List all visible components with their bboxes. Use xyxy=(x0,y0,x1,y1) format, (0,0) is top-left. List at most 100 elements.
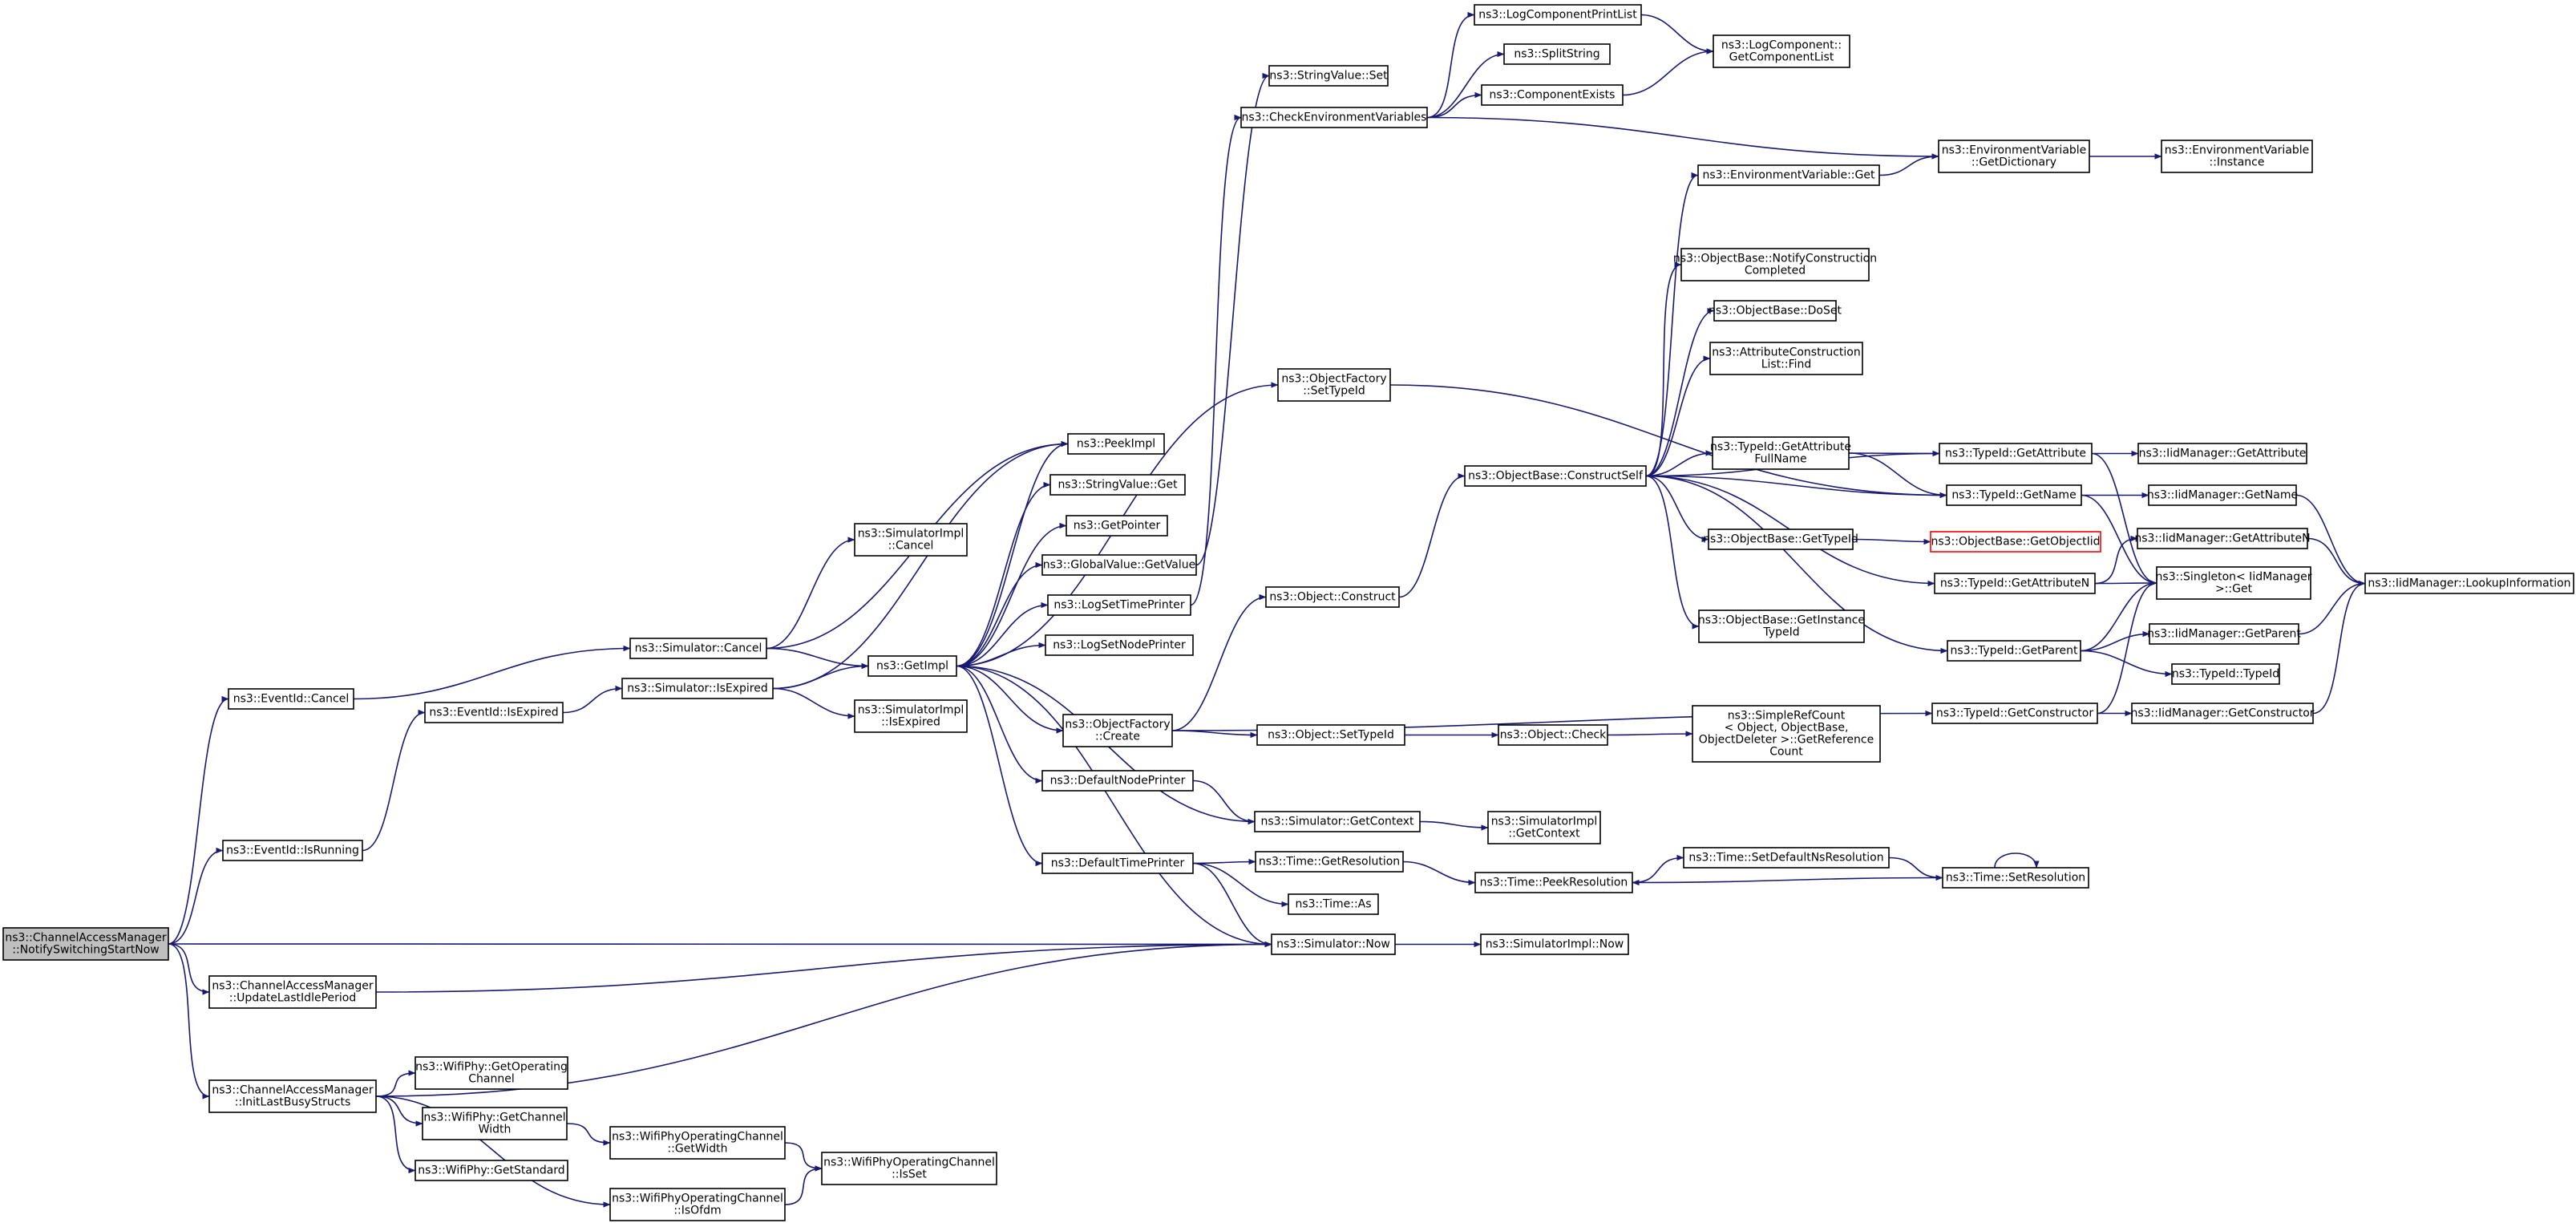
node-peekimpl[interactable]: ns3::PeekImpl xyxy=(1067,433,1165,455)
edge-ob-construct-to-tid-getattrfull xyxy=(1645,450,1713,477)
edge-tid-getattrfull-to-tid-getname xyxy=(1848,452,1947,499)
node-cam-init[interactable]: ns3::ChannelAccessManager::InitLastBusyS… xyxy=(208,1079,377,1113)
node-box xyxy=(1931,703,2098,724)
node-cam-update[interactable]: ns3::ChannelAccessManager::UpdateLastIdl… xyxy=(208,975,377,1009)
node-sim-isexpired[interactable]: ns3::Simulator::IsExpired xyxy=(621,678,774,699)
edge-ob-construct-to-tid-getparent xyxy=(1645,475,1948,654)
node-woc-isset[interactable]: ns3::WifiPhyOperatingChannel::IsSet xyxy=(821,1152,997,1185)
node-label: ns3::Object::Construct xyxy=(1269,591,1396,604)
node-tid-getname[interactable]: ns3::TypeId::GetName xyxy=(1946,484,2082,506)
node-eid-isexpired[interactable]: ns3::EventId::IsExpired xyxy=(424,702,564,723)
node-time-peekres[interactable]: ns3::Time::PeekResolution xyxy=(1474,872,1633,893)
node-tid-getparent[interactable]: ns3::TypeId::GetParent xyxy=(1947,640,2081,662)
node-compexists[interactable]: ns3::ComponentExists xyxy=(1481,84,1624,106)
node-tid-getctor[interactable]: ns3::TypeId::GetConstructor xyxy=(1931,703,2098,724)
node-box xyxy=(1946,484,2082,506)
node-simimpl-isexpired[interactable]: ns3::SimulatorImpl::IsExpired xyxy=(854,699,968,733)
edge-cam-init-to-wp-getchw xyxy=(375,1095,423,1127)
node-getimpl[interactable]: ns3::GetImpl xyxy=(867,655,957,677)
node-envvar-get[interactable]: ns3::EnvironmentVariable::Get xyxy=(1697,164,1880,186)
node-box xyxy=(1487,811,1601,844)
node-ob-construct[interactable]: ns3::ObjectBase::ConstructSelf xyxy=(1464,465,1647,487)
node-splitstring[interactable]: ns3::SplitString xyxy=(1503,43,1611,65)
node-tid-typeid[interactable]: ns3::TypeId::TypeId xyxy=(2171,663,2280,685)
node-of-create[interactable]: ns3::ObjectFactory::Create xyxy=(1062,714,1173,747)
node-envvar-instance[interactable]: ns3::EnvironmentVariable::Instance xyxy=(2161,140,2313,173)
node-tid-getattr[interactable]: ns3::TypeId::GetAttribute xyxy=(1939,443,2093,464)
node-singleton-get[interactable]: ns3::Singleton< IidManager>::Get xyxy=(2156,566,2312,600)
node-obj-check[interactable]: ns3::Object::Check xyxy=(1498,724,1608,746)
edge-getimpl-to-logsettime xyxy=(956,601,1049,667)
node-label: ns3::TypeId::GetName xyxy=(1951,489,2076,502)
node-logcomp-print[interactable]: ns3::LogComponentPrintList xyxy=(1474,4,1642,26)
node-label: ns3::SimulatorImpl xyxy=(858,528,964,541)
node-woc-getwidth[interactable]: ns3::WifiPhyOperatingChannel::GetWidth xyxy=(609,1126,786,1160)
node-iid-getname[interactable]: ns3::IidManager::GetName xyxy=(2147,484,2298,506)
node-obj-settypeid[interactable]: ns3::Object::SetTypeId xyxy=(1256,724,1405,746)
edge-ob-construct-to-ob-doset xyxy=(1645,307,1715,477)
edge-ob-construct-to-envvar-get xyxy=(1645,172,1699,477)
node-label: ::IsExpired xyxy=(881,716,940,729)
node-ob-notify[interactable]: ns3::ObjectBase::NotifyConstructionCompl… xyxy=(1673,248,1877,281)
node-logsettime[interactable]: ns3::LogSetTimePrinter xyxy=(1047,594,1191,616)
edge-tid-getparent-to-singleton-get xyxy=(2080,580,2157,652)
node-time-as[interactable]: ns3::Time::As xyxy=(1288,893,1379,915)
node-wp-getstd[interactable]: ns3::WifiPhy::GetStandard xyxy=(415,1160,568,1181)
node-time-getres[interactable]: ns3::Time::GetResolution xyxy=(1255,851,1404,873)
node-label: ::InitLastBusyStructs xyxy=(235,1096,351,1109)
node-ob-doset[interactable]: ns3::ObjectBase::DoSet xyxy=(1709,300,1842,322)
node-simimpl-cancel[interactable]: ns3::SimulatorImpl::Cancel xyxy=(854,523,968,557)
node-layer: ns3::ChannelAccessManager::NotifySwitchi… xyxy=(2,4,2574,1221)
node-box xyxy=(1265,586,1400,608)
node-ob-gettypeid[interactable]: ns3::ObjectBase::GetTypeId xyxy=(1703,528,1858,550)
node-gv-getvalue[interactable]: ns3::GlobalValue::GetValue xyxy=(1041,554,1197,576)
edge-time-peekres-to-time-setdefns xyxy=(1632,854,1684,884)
node-eid-cancel[interactable]: ns3::EventId::Cancel xyxy=(228,688,354,710)
node-logsetnode[interactable]: ns3::LogSetNodePrinter xyxy=(1045,634,1194,656)
node-checkenv[interactable]: ns3::CheckEnvironmentVariables xyxy=(1240,107,1428,128)
node-sim-now[interactable]: ns3::Simulator::Now xyxy=(1271,933,1396,955)
node-eid-isrunning[interactable]: ns3::EventId::IsRunning xyxy=(222,840,363,861)
node-box xyxy=(1698,609,1865,643)
node-tid-getattrn[interactable]: ns3::TypeId::GetAttributeN xyxy=(1934,573,2096,594)
node-woc-isofdm[interactable]: ns3::WifiPhyOperatingChannel::IsOfdm xyxy=(609,1188,786,1221)
node-iid-getctor[interactable]: ns3::IidManager::GetConstructor xyxy=(2130,703,2315,724)
node-label: ns3::WifiPhyOperatingChannel xyxy=(612,1193,783,1205)
node-label: ns3::WifiPhyOperatingChannel xyxy=(823,1156,995,1169)
node-box xyxy=(1938,140,2090,173)
node-simimpl-now[interactable]: ns3::SimulatorImpl::Now xyxy=(1480,933,1629,955)
node-envvar-getdict[interactable]: ns3::EnvironmentVariable::GetDictionary xyxy=(1938,140,2090,173)
node-defnode[interactable]: ns3::DefaultNodePrinter xyxy=(1041,770,1194,792)
node-box xyxy=(415,1160,568,1181)
node-box xyxy=(1713,34,1850,68)
edge-getimpl-to-gv-getvalue xyxy=(956,561,1043,667)
node-label: ns3::GlobalValue::GetValue xyxy=(1043,559,1195,572)
node-logcomp-getlist[interactable]: ns3::LogComponent::GetComponentList xyxy=(1713,34,1850,68)
node-sv-get[interactable]: ns3::StringValue::Get xyxy=(1049,474,1186,496)
node-iid-getattrn[interactable]: ns3::IidManager::GetAttributeN xyxy=(2134,528,2311,549)
node-time-setdefns[interactable]: ns3::Time::SetDefaultNsResolution xyxy=(1683,847,1890,869)
node-sim-cancel[interactable]: ns3::Simulator::Cancel xyxy=(629,638,767,659)
node-obj-construct[interactable]: ns3::Object::Construct xyxy=(1265,586,1400,608)
node-ob-getobjtid[interactable]: ns3::ObjectBase::GetObjectIid xyxy=(1930,531,2101,553)
node-sim-getcontext[interactable]: ns3::Simulator::GetContext xyxy=(1254,811,1421,832)
node-iid-getparent[interactable]: ns3::IidManager::GetParent xyxy=(2147,623,2301,645)
node-label: ns3::ObjectBase::NotifyConstruction xyxy=(1673,253,1877,265)
node-of-settypeid[interactable]: ns3::ObjectFactory::SetTypeId xyxy=(1277,368,1391,402)
node-deftime[interactable]: ns3::DefaultTimePrinter xyxy=(1041,852,1194,874)
node-label: ns3::DefaultTimePrinter xyxy=(1051,857,1185,870)
node-iid-getattr[interactable]: ns3::IidManager::GetAttribute xyxy=(2137,443,2307,464)
node-time-setres[interactable]: ns3::Time::SetResolution xyxy=(1942,867,2089,889)
node-src-getref[interactable]: ns3::SimpleRefCount< Object, ObjectBase,… xyxy=(1692,705,1881,763)
node-getpointer[interactable]: ns3::GetPointer xyxy=(1066,515,1168,537)
edge-envvar-get-to-envvar-getdict xyxy=(1878,153,1939,176)
node-iid-lookup[interactable]: ns3::IidManager::LookupInformation xyxy=(2364,573,2574,594)
node-simimpl-getcontext[interactable]: ns3::SimulatorImpl::GetContext xyxy=(1487,811,1601,844)
node-root[interactable]: ns3::ChannelAccessManager::NotifySwitchi… xyxy=(2,927,169,961)
node-sv-set[interactable]: ns3::StringValue::Set xyxy=(1268,65,1389,87)
